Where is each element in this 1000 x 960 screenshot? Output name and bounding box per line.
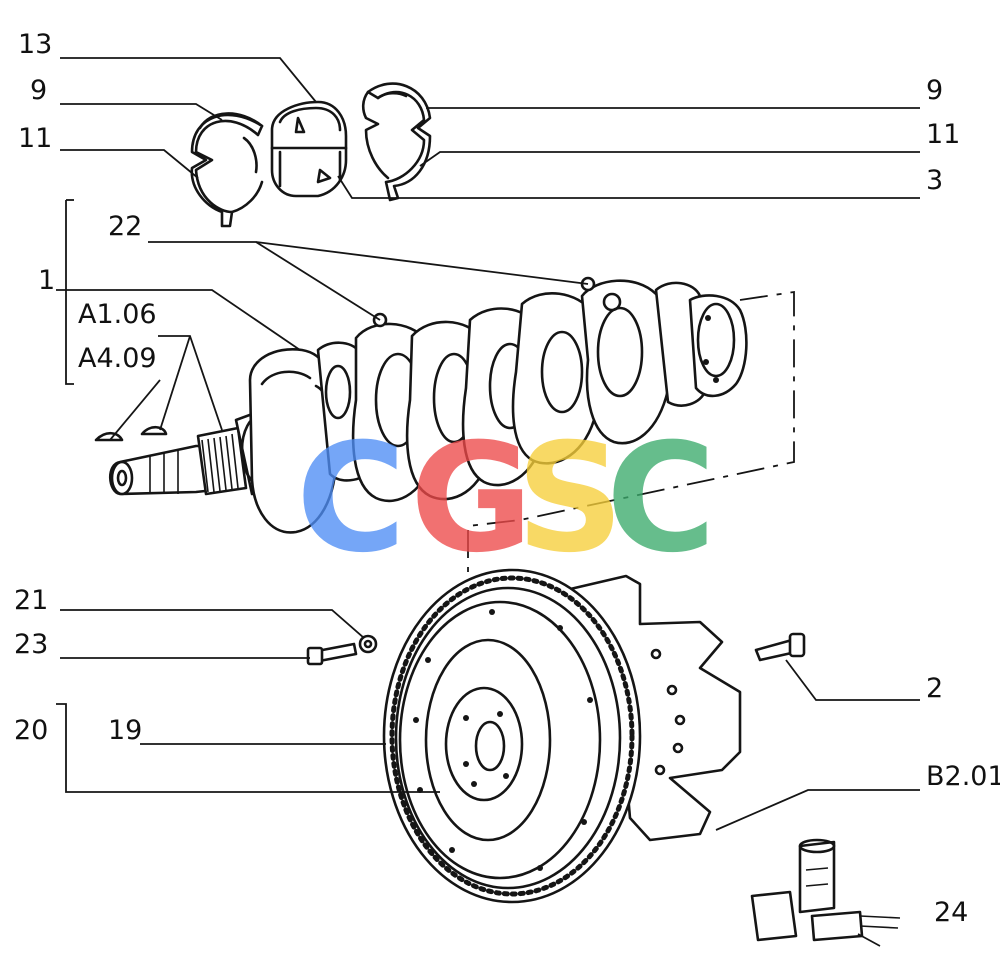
flywheel (382, 568, 742, 904)
label-13: 13 (18, 29, 53, 60)
watermark-letter-g: G (410, 412, 534, 586)
assembly-axis-line (467, 290, 795, 700)
label-b2-01: B2.01 (926, 761, 1000, 792)
thrust-washer-right (361, 82, 432, 202)
label-a4-09: A4.09 (78, 343, 157, 374)
tool-24 (750, 838, 901, 947)
watermark-letter-c1: C (296, 412, 407, 586)
label-22: 22 (108, 211, 143, 242)
label-21: 21 (14, 585, 49, 616)
crankshaft (94, 279, 748, 534)
leader-lines (56, 57, 920, 831)
label-23: 23 (14, 629, 49, 660)
nut-21 (358, 634, 378, 654)
bolt-23 (306, 642, 358, 666)
label-9-right: 9 (926, 75, 944, 106)
watermark-letter-c2: C (606, 412, 717, 586)
label-1: 1 (38, 265, 56, 296)
watermark-letter-s: S (516, 412, 625, 586)
thrust-washer-left (190, 112, 264, 228)
label-19: 19 (108, 715, 143, 746)
label-3: 3 (926, 165, 944, 196)
label-11-left: 11 (18, 123, 53, 154)
main-bearing-shell (270, 100, 348, 198)
label-a1-06: A1.06 (78, 299, 157, 330)
label-24: 24 (934, 897, 969, 928)
label-11-right: 11 (926, 119, 961, 150)
label-9-left: 9 (30, 75, 48, 106)
bolt-2 (754, 632, 806, 662)
label-20: 20 (14, 715, 49, 746)
label-2: 2 (926, 673, 944, 704)
